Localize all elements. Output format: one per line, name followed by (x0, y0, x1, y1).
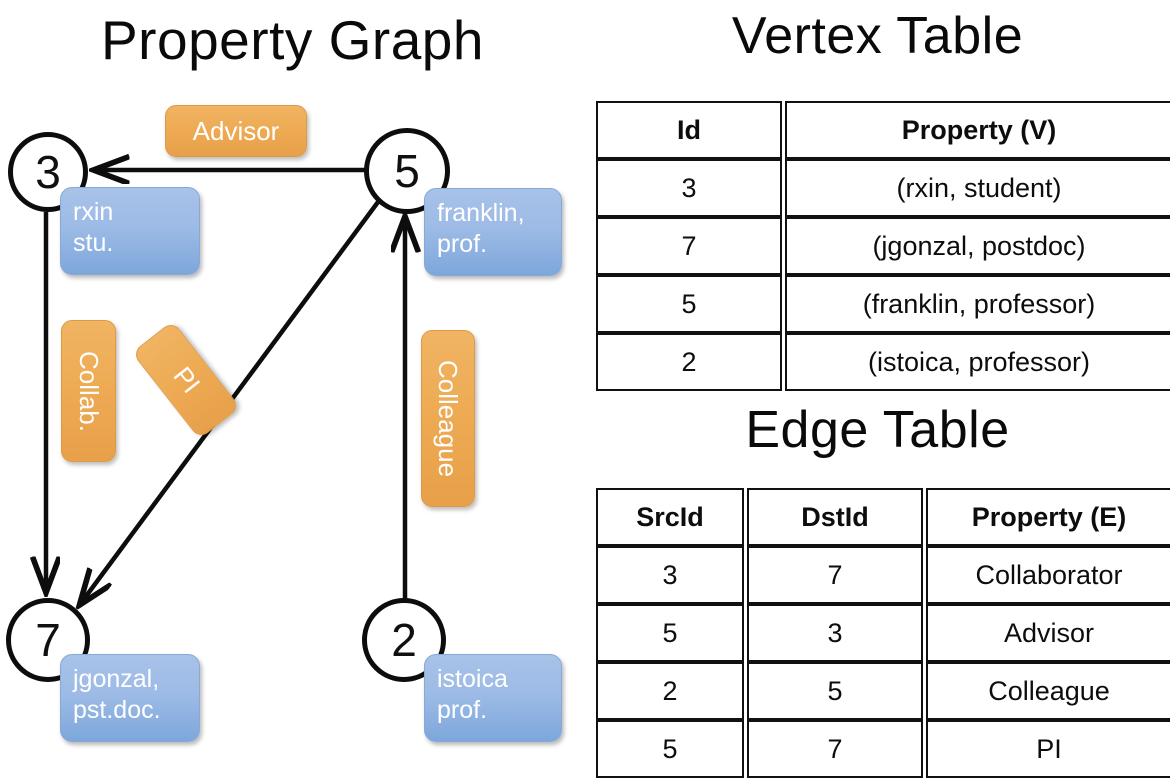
edge-cell-property: Advisor (926, 604, 1170, 662)
vertex-cell-id: 7 (596, 217, 782, 275)
edge-label-collab: Collab. (61, 320, 116, 462)
graph-node-2-label: 2 (391, 614, 417, 666)
edge-label-advisor: Advisor (165, 105, 307, 157)
graph-node-2[interactable]: 2 (362, 598, 446, 682)
vertex-cell-property: (istoica, professor) (785, 333, 1170, 391)
vertex-cell-id: 5 (596, 275, 782, 333)
node-property-box-istoica: istoica prof. (424, 654, 562, 742)
vertex-table-header-row: Id Property (V) (596, 101, 1170, 159)
edge-table-header-srcid: SrcId (596, 488, 744, 546)
page-title-edge-table: Edge Table (745, 401, 1010, 459)
graph-node-7-label: 7 (35, 614, 61, 666)
edge-cell-dstid: 5 (747, 662, 923, 720)
edge-cell-dstid: 3 (747, 604, 923, 662)
table-row: 2 (istoica, professor) (596, 333, 1170, 391)
vertex-table: Id Property (V) 3 (rxin, student) 7 (jgo… (593, 101, 1170, 391)
edge-cell-property: Colleague (926, 662, 1170, 720)
table-row: 7 (jgonzal, postdoc) (596, 217, 1170, 275)
node-property-box-franklin: franklin, prof. (424, 188, 562, 276)
vertex-table-header-property: Property (V) (785, 101, 1170, 159)
page-title-vertex-table: Vertex Table (731, 7, 1024, 65)
edge-label-colleague: Colleague (421, 330, 475, 507)
table-row: 5 7 PI (596, 720, 1170, 778)
edge-table-header-dstid: DstId (747, 488, 923, 546)
edge-cell-srcid: 5 (596, 604, 744, 662)
node-property-box-jgonzal: jgonzal, pst.doc. (60, 654, 200, 742)
vertex-cell-property: (jgonzal, postdoc) (785, 217, 1170, 275)
edge-cell-srcid: 2 (596, 662, 744, 720)
edge-table-header-property: Property (E) (926, 488, 1170, 546)
table-row: 2 5 Colleague (596, 662, 1170, 720)
property-graph-diagram: 3 5 7 2 rxin stu. franklin, prof. jgonza… (0, 0, 585, 760)
table-row: 5 3 Advisor (596, 604, 1170, 662)
vertex-cell-property: (rxin, student) (785, 159, 1170, 217)
edge-cell-dstid: 7 (747, 546, 923, 604)
graph-node-5[interactable]: 5 (364, 128, 450, 214)
edge-table-header-row: SrcId DstId Property (E) (596, 488, 1170, 546)
edge-cell-srcid: 5 (596, 720, 744, 778)
edge-cell-dstid: 7 (747, 720, 923, 778)
graph-node-3-label: 3 (35, 146, 61, 198)
node-property-box-rxin: rxin stu. (60, 187, 200, 275)
edge-cell-property: Collaborator (926, 546, 1170, 604)
vertex-cell-property: (franklin, professor) (785, 275, 1170, 333)
page-title-property-graph: Property Graph (100, 9, 484, 71)
graph-node-5-label: 5 (394, 145, 420, 197)
edge-cell-property: PI (926, 720, 1170, 778)
table-row: 3 (rxin, student) (596, 159, 1170, 217)
table-row: 3 7 Collaborator (596, 546, 1170, 604)
vertex-cell-id: 3 (596, 159, 782, 217)
edge-cell-srcid: 3 (596, 546, 744, 604)
edge-table: SrcId DstId Property (E) 3 7 Collaborato… (593, 488, 1170, 778)
table-row: 5 (franklin, professor) (596, 275, 1170, 333)
vertex-table-header-id: Id (596, 101, 782, 159)
vertex-cell-id: 2 (596, 333, 782, 391)
